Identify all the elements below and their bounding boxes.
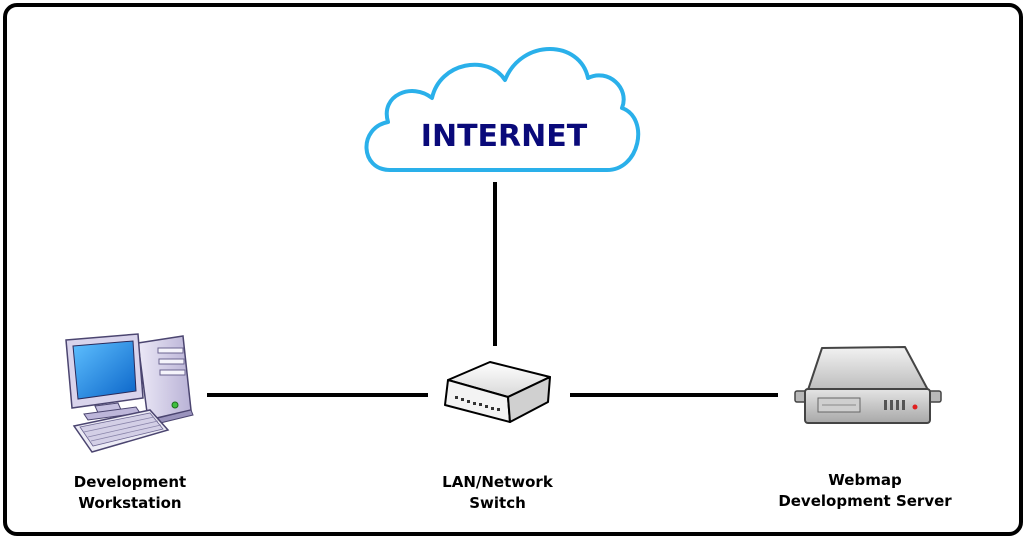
switch-label: LAN/Network Switch bbox=[400, 472, 595, 514]
workstation-label-line1: Development bbox=[73, 473, 187, 491]
cloud-label: INTERNET bbox=[421, 119, 588, 154]
workstation-label: Development Workstation bbox=[40, 472, 220, 514]
desktop-computer-icon bbox=[65, 333, 194, 453]
server-label: Webmap Development Server bbox=[740, 470, 990, 512]
rack-server-icon bbox=[794, 346, 942, 424]
server-label-line1: Webmap bbox=[828, 471, 902, 489]
network-switch-icon bbox=[444, 361, 551, 423]
server-label-line2: Development Server bbox=[778, 492, 952, 510]
cloud-icon bbox=[364, 47, 641, 173]
workstation-label-line2: Workstation bbox=[78, 494, 182, 512]
switch-label-line1: LAN/Network bbox=[442, 473, 553, 491]
switch-label-line2: Switch bbox=[469, 494, 526, 512]
